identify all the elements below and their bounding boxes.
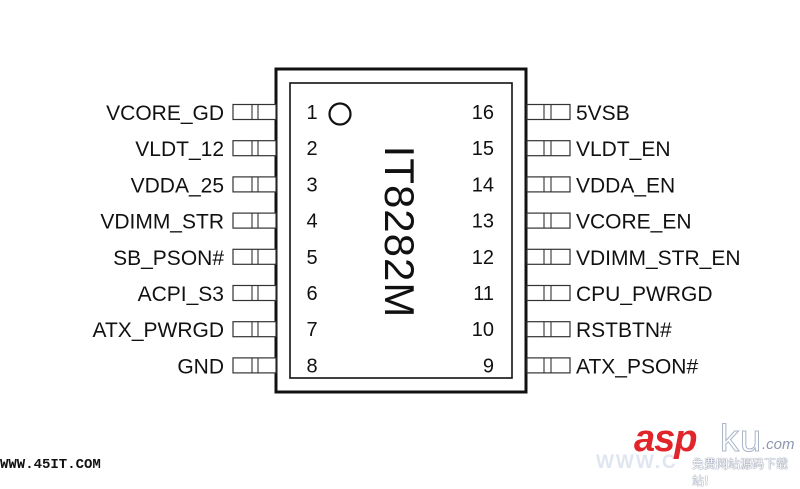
pin-lead — [526, 321, 571, 338]
pin-label: VLDT_12 — [135, 138, 224, 161]
pin-label: VCORE_GD — [106, 102, 224, 125]
pin-lead — [232, 103, 277, 121]
pin-number: 1 — [306, 102, 317, 124]
pin1-circle-icon — [328, 102, 352, 126]
pin-lead — [526, 248, 571, 265]
watermark-asp-text: asp — [634, 418, 697, 460]
pin-14: VDDA_EN 14 — [472, 174, 675, 197]
pin-label: ATX_PSON# — [576, 355, 698, 378]
pin-number: 14 — [472, 174, 494, 196]
pin-label: RSTBTN# — [576, 319, 672, 342]
pin-8: GND 8 — [177, 355, 317, 378]
pin-lead — [232, 321, 277, 338]
watermark-ku-text: ku — [719, 418, 763, 461]
pin-label: SB_PSON# — [113, 247, 224, 270]
pin-label: ATX_PWRGD — [93, 319, 224, 342]
pin-label: ACPI_S3 — [138, 283, 224, 306]
pin-7: ATX_PWRGD 7 — [93, 319, 318, 342]
pin-label: GND — [177, 355, 224, 378]
pin-lead — [526, 176, 571, 193]
pin-lead — [232, 140, 277, 157]
pin-5: SB_PSON# 5 — [113, 247, 317, 270]
pin-number: 5 — [306, 247, 317, 269]
pin-number: 8 — [306, 355, 317, 377]
pin-label: CPU_PWRGD — [576, 283, 713, 306]
pin-9: ATX_PSON# 9 — [483, 355, 699, 378]
watermark-aspku-logo: asp ku .com 免费网站源码下载站! — [632, 418, 800, 489]
pin-number: 4 — [306, 211, 317, 233]
pin-lead — [232, 248, 277, 265]
chip-outer-body — [274, 67, 528, 394]
watermark-com-text: .com — [762, 436, 795, 453]
pin-1: VCORE_GD 1 — [106, 102, 317, 125]
pin-4: VDIMM_STR 4 — [100, 211, 317, 234]
pin-label: VDIMM_STR_EN — [576, 247, 741, 270]
pin-3: VDDA_25 3 — [131, 174, 318, 197]
chip-inner-outline — [289, 82, 513, 379]
pin-number: 9 — [483, 355, 494, 377]
pin-number: 13 — [472, 211, 494, 233]
pin-number: 2 — [306, 138, 317, 160]
pin-16: 5VSB 16 — [472, 102, 630, 125]
chip-part-number: IT8282M — [376, 146, 423, 319]
pin-lead — [232, 212, 277, 229]
pin-number: 15 — [472, 138, 494, 160]
pin-number: 7 — [306, 319, 317, 341]
pin-2: VLDT_12 2 — [135, 138, 317, 161]
pin-label: VCORE_EN — [576, 211, 692, 234]
pin-number: 6 — [306, 283, 317, 305]
pin-label: VDDA_EN — [576, 174, 675, 197]
watermark-45it: WWW.45IT.COM — [0, 457, 101, 473]
pin-12: VDIMM_STR_EN 12 — [472, 247, 741, 270]
pin-lead — [526, 357, 571, 374]
pin-13: VCORE_EN 13 — [472, 211, 692, 234]
pin-lead — [232, 284, 277, 302]
pin-lead — [526, 140, 571, 157]
pin-11: CPU_PWRGD 11 — [473, 283, 712, 306]
pin-6: ACPI_S3 6 — [138, 283, 318, 306]
pin-number: 10 — [472, 319, 494, 341]
pin-label: 5VSB — [576, 102, 630, 125]
pin-15: VLDT_EN 15 — [472, 138, 671, 161]
watermark-faint-url: WWW.C — [596, 452, 678, 473]
pin-number: 3 — [306, 174, 317, 196]
pin-label: VDIMM_STR — [100, 211, 224, 234]
watermark-tagline: 免费网站源码下载站! — [692, 457, 789, 488]
pin-lead — [526, 284, 571, 302]
pin-lead — [232, 357, 277, 374]
pin-10: RSTBTN# 10 — [472, 319, 672, 342]
pin-number: 12 — [472, 247, 494, 269]
pin-lead — [526, 212, 571, 229]
pin-number: 11 — [473, 283, 494, 305]
pin-lead — [526, 103, 571, 121]
pin-label: VDDA_25 — [131, 174, 224, 197]
pin-label: VLDT_EN — [576, 138, 671, 161]
pin-lead — [232, 176, 277, 193]
pin-number: 16 — [472, 102, 494, 124]
